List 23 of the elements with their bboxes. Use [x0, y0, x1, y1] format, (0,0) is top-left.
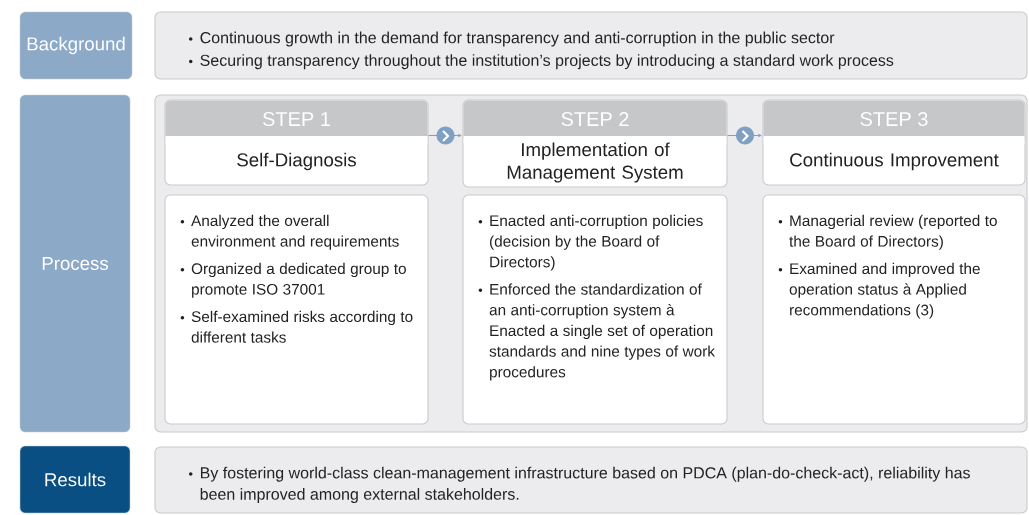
section-label: Process — [19, 94, 131, 433]
bullet-text: Enforced the standardization of an anti-corruption system à Enacted a single set of operation standards and nine types of work procedures — [478, 283, 715, 381]
text-panel — [154, 446, 1028, 514]
section-label: Results — [19, 445, 131, 514]
bullet-text: Enacted anti-corruption policies (decision by the Board of Directors) — [478, 214, 703, 271]
step-header: STEP 3 Continuous Improvement — [762, 99, 1026, 186]
bullet-text: By fostering world-class clean-management infrastructure based on PDCA (plan-do-check-act), reliability has been improved among external stakeholders. — [189, 466, 970, 503]
step-box — [462, 194, 728, 425]
chevron-arrow — [727, 126, 762, 145]
bullet-text: Managerial review (reported to the Board of Directors) — [778, 214, 997, 250]
bullet-text: Securing transparency throughout the institution’s projects by introducing a standard work process — [189, 54, 894, 70]
chevron-arrow — [428, 126, 462, 145]
bullet-text: Analyzed the overall environment and requirements — [180, 214, 399, 250]
bullet-text: Examined and improved the operation status à Applied recommendations (3) — [778, 262, 980, 319]
bullet-text: Organized a dedicated group to promote ISO 37001 — [180, 262, 406, 298]
step-header: STEP 2 Implementation of Management System — [462, 99, 728, 188]
bullet-text: Continuous growth in the demand for transparency and anti-corruption in the public sector — [189, 31, 835, 47]
step-box — [164, 194, 429, 425]
text-panel — [154, 11, 1028, 80]
bullet-text: Self-examined risks according to different tasks — [180, 310, 413, 343]
step-header: STEP 1 Self-Diagnosis — [164, 99, 429, 186]
section-label: Background — [19, 11, 133, 80]
step-box — [762, 194, 1026, 425]
